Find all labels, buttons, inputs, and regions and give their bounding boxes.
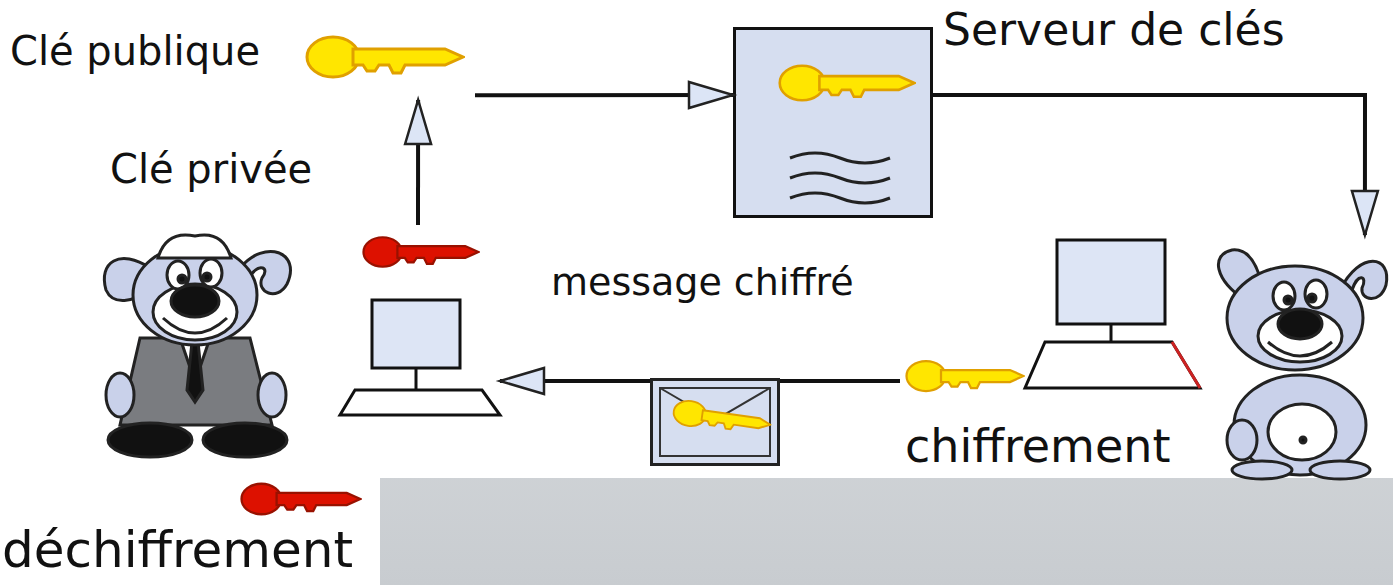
dog-head <box>133 245 257 345</box>
dog-eye <box>1305 280 1327 308</box>
panel <box>0 0 1393 478</box>
envelope-body <box>652 380 778 464</box>
dog-mouth <box>163 318 227 333</box>
dog-hand <box>1227 420 1257 460</box>
connector-arrow <box>500 379 650 383</box>
encryption-key <box>907 361 1024 391</box>
dog <box>1218 250 1386 479</box>
server-waves <box>790 153 890 203</box>
node-label: message chiffré <box>551 261 854 305</box>
dog-nose <box>171 285 219 317</box>
computer-keyboard <box>1025 342 1200 388</box>
dog-muzzle <box>153 284 237 340</box>
dog-mouth <box>1268 342 1332 356</box>
computer-keyboard <box>340 390 500 415</box>
connector-arrow <box>933 95 1365 235</box>
computer-stand <box>415 368 418 390</box>
computer-stand <box>1110 324 1113 342</box>
dog-foot <box>1310 461 1370 479</box>
envelope-key <box>672 399 772 437</box>
computer-monitor <box>1057 240 1165 324</box>
connector-arrow <box>780 379 900 383</box>
panel <box>0 478 380 585</box>
private-key <box>363 237 478 267</box>
dog-head <box>1227 266 1363 370</box>
node-label: Clé publique <box>10 28 260 74</box>
diagram-node: message chiffré <box>650 378 780 466</box>
server-document <box>735 29 931 216</box>
decryption-key <box>242 484 361 515</box>
dog-pupil <box>1308 294 1316 302</box>
node-label: chiffrement <box>905 420 1170 473</box>
dog-tie <box>187 342 203 402</box>
dog-foot <box>1232 461 1292 479</box>
public-key <box>307 37 463 77</box>
dog-pupil <box>203 273 211 281</box>
computer-monitor <box>372 300 460 368</box>
server-key <box>780 66 915 101</box>
dog-hand <box>258 373 286 417</box>
dog-foot <box>203 423 287 457</box>
dog-eye <box>200 259 222 287</box>
connector-arrow <box>475 93 733 97</box>
dog-in-suit <box>104 235 290 457</box>
dog-navel <box>1300 437 1306 443</box>
free-label: déchiffrement <box>2 522 353 580</box>
wave-line <box>790 173 890 183</box>
node-label: Serveur de clés <box>943 5 1285 56</box>
diagram-node: Serveur de clés <box>733 27 933 218</box>
dog-nose <box>1278 309 1322 339</box>
dog-pupil <box>178 275 186 283</box>
dog-belly <box>1268 404 1336 460</box>
node-label: Clé privée <box>110 146 312 192</box>
wave-line <box>790 193 890 203</box>
keyboard-edge <box>1172 342 1200 388</box>
connector-arrow <box>416 100 420 225</box>
dog-suit <box>120 338 272 425</box>
dog-foot <box>108 423 192 457</box>
dog-muzzle <box>1258 310 1342 362</box>
dog-pupil <box>1284 296 1292 304</box>
diagram-node: Clé publique <box>5 20 475 100</box>
dog-hand <box>106 373 134 417</box>
diagram-node: Clé privée <box>340 225 500 420</box>
diagram-node: chiffrement <box>900 235 1393 480</box>
dog-hair <box>158 235 231 258</box>
wave-line <box>790 153 890 163</box>
dog-eye <box>1273 282 1295 310</box>
